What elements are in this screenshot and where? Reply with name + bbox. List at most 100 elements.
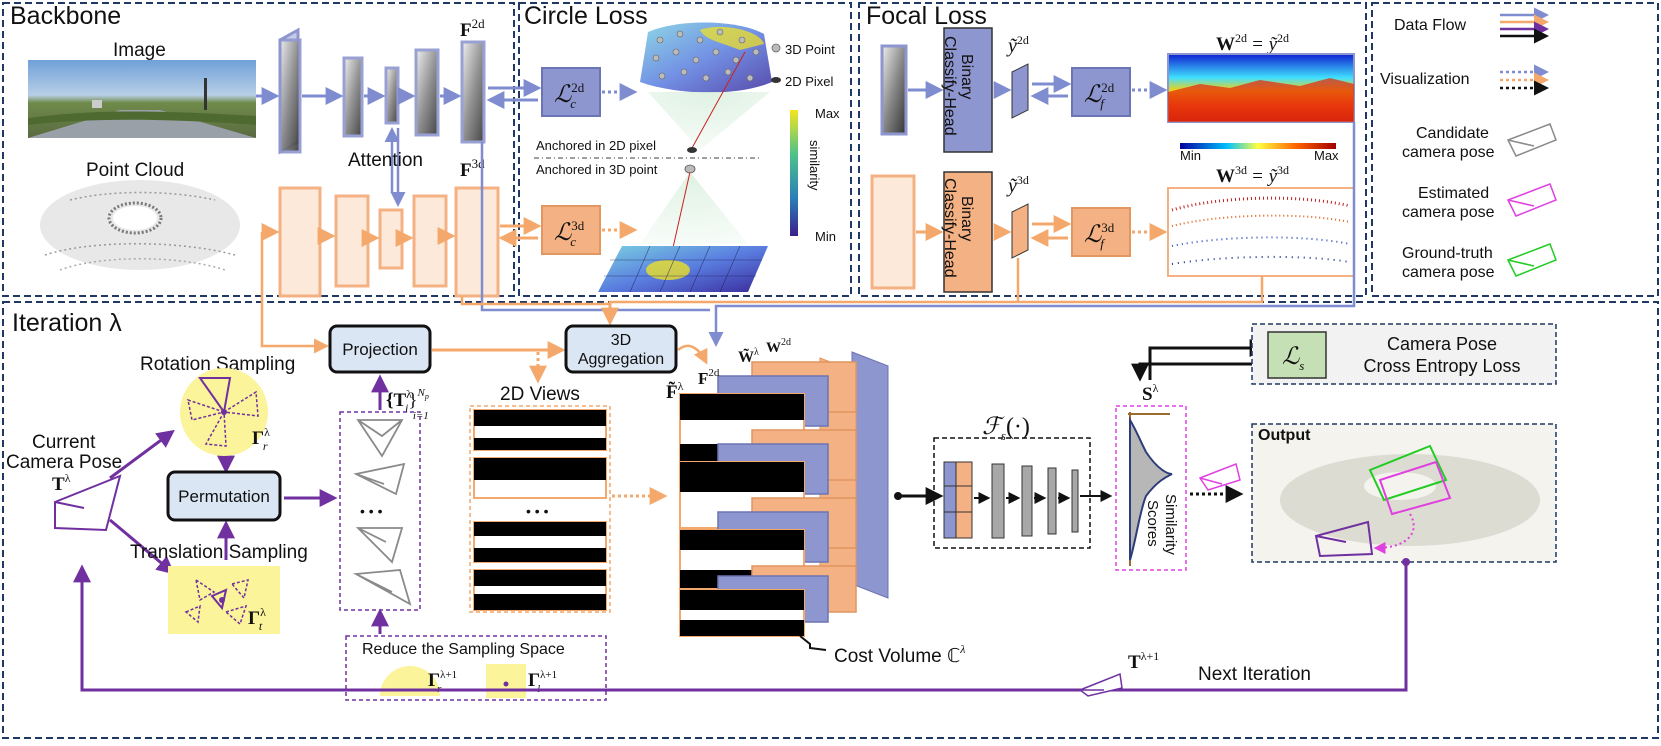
- w2d-equation: W2d= ỹ2d: [1216, 31, 1289, 55]
- permutation-label: Permutation: [178, 487, 270, 506]
- focal-feature-2d: [880, 44, 908, 136]
- aggregation-box: [564, 324, 678, 374]
- f2d-iter-label: F2d: [698, 367, 720, 388]
- focal-colorbar-min: Min: [1180, 148, 1201, 163]
- colorbar-min: Min: [815, 229, 836, 244]
- similarity-colorbar: [790, 110, 798, 236]
- legend-3d-point-icon: [771, 43, 781, 53]
- ls-label: ℒs: [1282, 344, 1304, 373]
- pose-sampling-arrows: [109, 429, 338, 575]
- candidate-poses: [353, 419, 412, 606]
- next-pose-icon: [1078, 672, 1123, 697]
- estimated-pose-output-icon: [1198, 462, 1241, 491]
- aggregation-line2: Aggregation: [578, 351, 664, 368]
- focal-arrows-2d-loss: [1030, 75, 1072, 105]
- projection-box: [328, 324, 432, 374]
- y3d-label: ỹ3d: [1006, 173, 1029, 197]
- ls-box: [1267, 331, 1327, 379]
- legend-estimated-line2: camera pose: [1402, 204, 1495, 221]
- attention-arrows: [384, 127, 406, 207]
- lc2d-box: [541, 67, 601, 117]
- section-title-circle-loss: Circle Loss: [524, 2, 648, 30]
- legend-candidate-line2: camera pose: [1402, 144, 1495, 161]
- lf2d-box: [1071, 67, 1131, 117]
- focal-arrows-3d-loss: [1030, 215, 1072, 247]
- legend-data-flow-arrows: [1500, 7, 1549, 44]
- t-next-label: Tλ+1: [1128, 649, 1159, 673]
- w2d-iter-label: W2d: [766, 337, 791, 356]
- w2d-heatmap-overlay: [1168, 78, 1354, 122]
- binary-head-2d-line1: Binary: [958, 54, 975, 99]
- legend-visualization-arrows: [1500, 64, 1549, 96]
- translation-sampling-visual: [168, 566, 280, 634]
- candidate-pose-icon: [1506, 123, 1557, 157]
- similarity-distribution: [1128, 412, 1173, 566]
- s-lambda-label: Sλ: [1142, 381, 1159, 405]
- next-iteration-loop: [73, 562, 1408, 692]
- legend-estimated-line1: Estimated: [1418, 185, 1489, 202]
- input-image: [28, 60, 256, 138]
- legend-data-flow: Data Flow: [1394, 17, 1466, 34]
- current-pose-line2: Camera Pose: [6, 452, 122, 473]
- views-dots: • • •: [526, 503, 549, 519]
- lf3d-box: [1071, 207, 1131, 257]
- image-label: Image: [113, 40, 166, 61]
- circle-loss-arrows-3d: [498, 217, 542, 247]
- network-arrows: [974, 490, 1113, 504]
- section-title-focal-loss: Focal Loss: [866, 2, 987, 30]
- y3d-slab: [1011, 203, 1029, 259]
- cost-volume-label: Cost Volume ℂλ: [834, 642, 965, 667]
- binary-head-3d-line2: Classify-Head: [941, 178, 958, 278]
- ce-loss-line1: Camera Pose: [1387, 334, 1497, 354]
- output-visual: [1280, 444, 1540, 558]
- w-lambda-label: W̃λ: [738, 347, 759, 367]
- fs-label: ℱs(·): [982, 414, 1030, 443]
- reduce-frame: [345, 635, 607, 701]
- rotation-sampling-visual: [180, 368, 268, 456]
- projection-label: Projection: [342, 340, 418, 359]
- y2d-slab: [1011, 63, 1029, 119]
- circle-loss-frame: [518, 2, 852, 297]
- legend-frame: [1371, 2, 1659, 297]
- views-2d-frame: [469, 405, 611, 613]
- legend-3d-point: 3D Point: [785, 42, 835, 57]
- legend-visualization: Visualization: [1380, 71, 1470, 88]
- focal-colorbar: [1180, 143, 1336, 149]
- backbone-frame: [2, 2, 515, 297]
- similarity-line2: Scores: [1144, 500, 1161, 547]
- permutation-box: [166, 470, 282, 522]
- legend-2d-pixel: 2D Pixel: [785, 74, 834, 89]
- lc3d-box: [541, 205, 601, 255]
- section-title-iteration: Iteration λ: [12, 309, 122, 337]
- views-2d-images: [473, 409, 607, 611]
- t-lambda-label: Tλ: [52, 471, 71, 495]
- views-2d-label: 2D Views: [500, 384, 580, 405]
- cost-volume-brace: [799, 635, 827, 651]
- reduce-label: Reduce the Sampling Space: [362, 641, 565, 658]
- similarity-surface-3d: [598, 164, 768, 293]
- f-lambda-label: F̃λ: [666, 379, 684, 403]
- feature-pyramid-2d: [278, 27, 486, 155]
- y2d-label: ỹ2d: [1006, 33, 1029, 57]
- network-frame: [933, 437, 1091, 549]
- reduce-translation-icon: [486, 664, 526, 698]
- point-cloud-image: [40, 180, 240, 271]
- w3d-scatter-points: [1171, 196, 1351, 265]
- reduce-translation-dot: [503, 681, 509, 687]
- candidate-dots: • • •: [360, 503, 383, 519]
- cost-volume-stacks: [679, 351, 889, 637]
- binary-head-3d: [943, 171, 993, 293]
- similarity-frame: [1115, 405, 1187, 571]
- legend-gt-line1: Ground-truth: [1402, 245, 1493, 262]
- output-dot: [1402, 558, 1410, 566]
- binary-head-2d: [943, 27, 993, 153]
- w3d-scatter: [1167, 187, 1355, 277]
- feature-pyramid-3d: [278, 186, 500, 298]
- section-title-backbone: Backbone: [10, 2, 121, 30]
